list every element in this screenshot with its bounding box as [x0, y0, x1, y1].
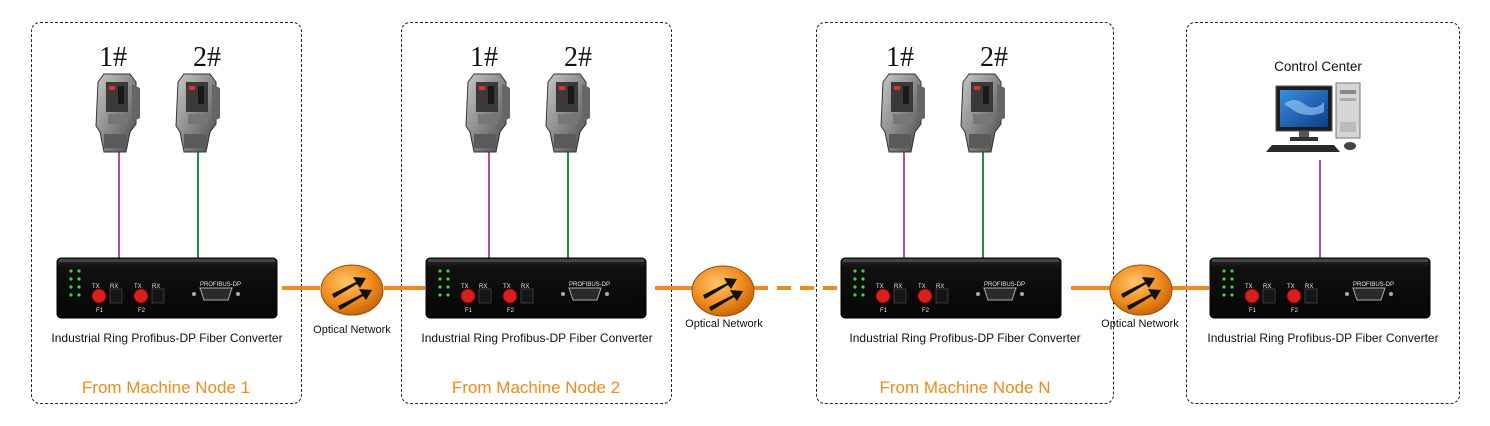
optical-network-label: Optical Network [313, 324, 391, 336]
rx-label: RX [479, 284, 487, 290]
optical-network-icon [691, 265, 755, 317]
f1-label: F1 [1249, 308, 1257, 314]
rx-label: RX [936, 284, 944, 290]
rx-label: RX [1263, 284, 1271, 290]
tx-label: TX [876, 284, 884, 290]
device-caption: Industrial Ring Profibus-DP Fiber Conver… [421, 331, 653, 345]
device-caption: Industrial Ring Profibus-DP Fiber Conver… [849, 331, 1081, 345]
profibus-connector-icon [545, 73, 591, 153]
f2-label: F2 [922, 308, 930, 314]
connector-1-label: 1# [99, 42, 127, 73]
control-center-label: Control Center [1274, 59, 1362, 74]
connector-1-label: 1# [470, 42, 498, 73]
fiber-converter-device [840, 257, 1062, 319]
profibus-connector-icon [880, 73, 926, 153]
f1-label: F1 [880, 308, 888, 314]
machine-node-n-box [816, 22, 1114, 404]
control-center-box [1186, 22, 1460, 404]
optical-network-label: Optical Network [685, 318, 763, 330]
tx-label: TX [461, 284, 469, 290]
connector-2-label: 2# [980, 42, 1008, 73]
cable-lines [118, 152, 1321, 258]
rx-label: RX [894, 284, 902, 290]
profibus-connector-icon [960, 73, 1006, 153]
fiber-converter-device [425, 257, 647, 319]
computer-icon [1266, 82, 1361, 152]
rx-label: RX [521, 284, 529, 290]
machine-node-2-box [401, 22, 672, 404]
f2-label: F2 [507, 308, 515, 314]
tx-label: TX [918, 284, 926, 290]
device-caption: Industrial Ring Profibus-DP Fiber Conver… [1207, 331, 1439, 345]
brand-label: PROFIBUS-DP [200, 282, 241, 288]
tx-label: TX [134, 284, 142, 290]
optical-network-icon [1109, 264, 1173, 316]
profibus-connector-icon [95, 73, 141, 153]
node-title: From Machine Node 2 [451, 378, 621, 397]
f1-label: F1 [96, 308, 104, 314]
tx-label: TX [92, 284, 100, 290]
optical-network-label: Optical Network [1101, 318, 1179, 330]
device-caption: Industrial Ring Profibus-DP Fiber Conver… [51, 331, 283, 345]
tx-label: TX [1245, 284, 1253, 290]
f1-label: F1 [465, 308, 473, 314]
tx-label: TX [503, 284, 511, 290]
fiber-converter-device [1209, 257, 1431, 319]
connector-1-label: 1# [886, 42, 914, 73]
tx-label: TX [1287, 284, 1295, 290]
fiber-converter-device [56, 257, 278, 319]
f2-label: F2 [138, 308, 146, 314]
profibus-connector-icon [175, 73, 221, 153]
rx-label: RX [110, 284, 118, 290]
machine-node-1-box [31, 22, 302, 404]
node-title: From Machine Node N [879, 378, 1051, 397]
rx-label: RX [152, 284, 160, 290]
rx-label: RX [1305, 284, 1313, 290]
connector-2-label: 2# [564, 42, 592, 73]
connector-2-label: 2# [193, 42, 221, 73]
brand-label: PROFIBUS-DP [984, 282, 1025, 288]
brand-label: PROFIBUS-DP [1353, 282, 1394, 288]
profibus-connector-icon [465, 73, 511, 153]
optical-network-icon [320, 264, 384, 316]
brand-label: PROFIBUS-DP [569, 282, 610, 288]
f2-label: F2 [1291, 308, 1299, 314]
node-title: From Machine Node 1 [81, 378, 251, 397]
